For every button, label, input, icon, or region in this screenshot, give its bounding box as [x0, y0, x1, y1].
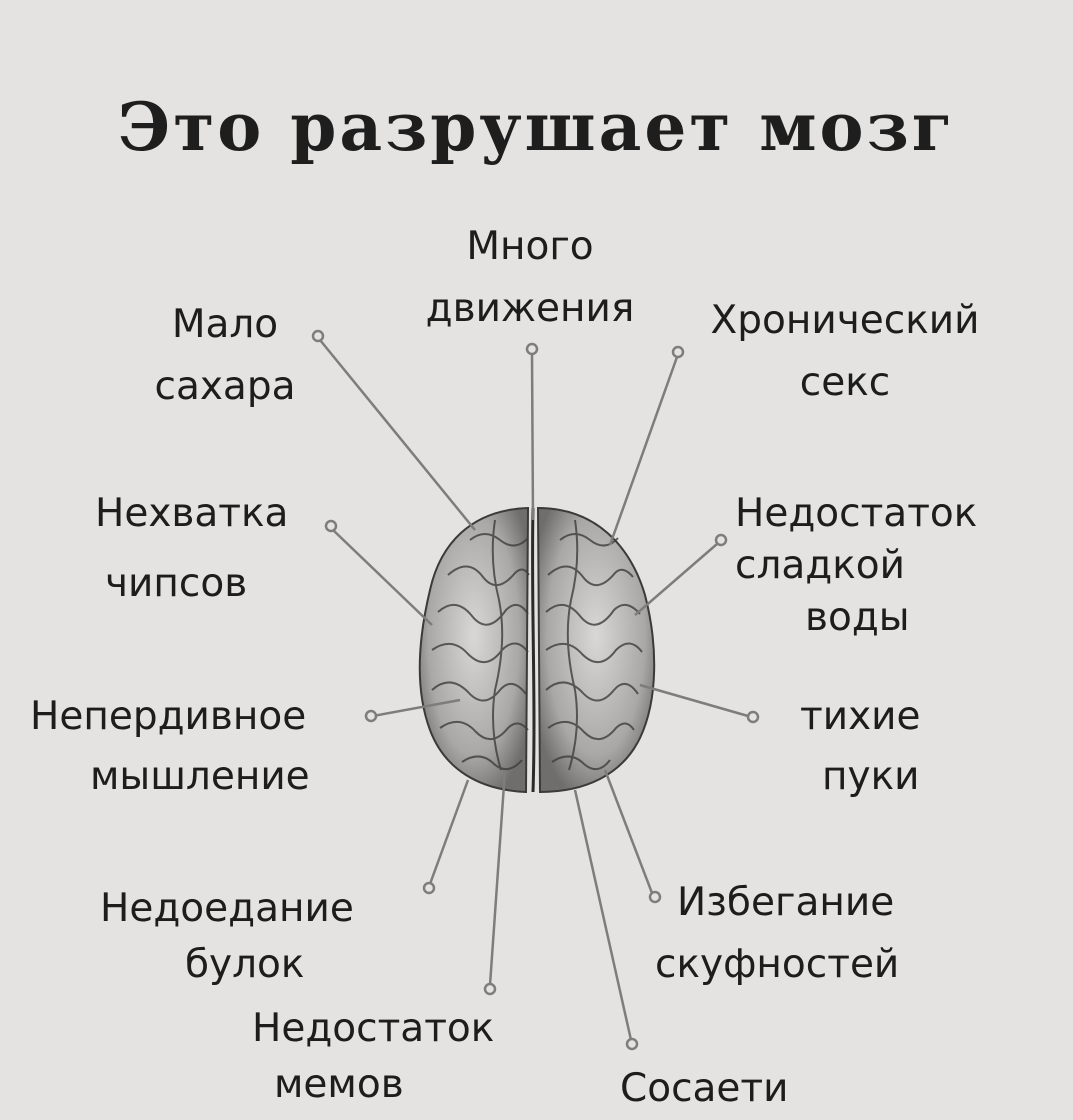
- label-lack-of-memes: Недостаток мемов: [252, 1006, 495, 1107]
- page-title: Это разрушает мозг: [117, 88, 956, 166]
- brain-icon: [418, 506, 656, 794]
- label-nonfarting-thinking: Непердивное мышление: [30, 694, 310, 799]
- label-quiet-farts: тихие пуки: [800, 694, 921, 799]
- label-little-sugar: Мало сахара: [154, 302, 296, 409]
- label-chronic-sex: Хронический секс: [710, 298, 980, 405]
- label-avoiding-cringe: Избегание скуфностей: [655, 880, 900, 987]
- label-lack-of-chips: Нехватка чипсов: [95, 491, 289, 606]
- label-buns-undereating: Недоедание булок: [100, 886, 354, 987]
- label-much-movement: Много движения: [425, 224, 635, 331]
- connector-lines: [319, 339, 749, 1041]
- label-socials: Сосаети: [620, 1066, 789, 1111]
- connector-dots: [311, 329, 760, 1051]
- label-lack-of-soda: Недостаток сладкой воды: [735, 491, 978, 640]
